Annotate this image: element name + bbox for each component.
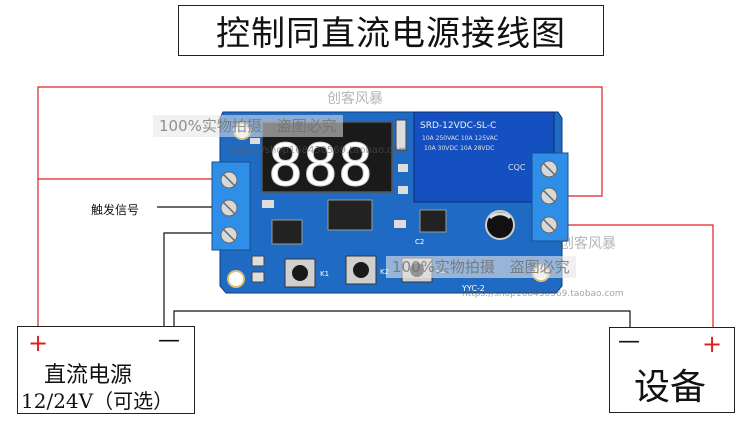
label-k1: K1 [320,270,329,278]
optocoupler [271,219,303,245]
supply-minus-sign: — [158,328,180,353]
device-plus-sign: + [702,330,723,358]
watermark-brand-bottom: 创客风暴 [560,236,616,252]
watermark-warning-text: 盗图必究 [509,258,570,276]
watermark-claim-text: 100%实物拍摄 [392,258,495,276]
device-name: 设备 [634,367,707,408]
relay-brand: CQC [508,163,526,172]
diagram-title-box: 控制同直流电源接线图 [178,5,604,56]
watermark-claim-bottom: 100%实物拍摄 盗图必究 [386,256,576,278]
device-minus-sign: — [618,329,640,354]
mount-hole [227,270,245,288]
supply-plus-sign: + [28,329,49,357]
supply-negative-wire [163,232,221,330]
transistor-chip [419,209,447,233]
diagram-title: 控制同直流电源接线图 [216,14,566,54]
microcontroller-chip [327,199,373,231]
device-positive-wire [557,224,714,330]
relay-model: SRD-12VDC-SL-C [420,121,496,131]
device-negative-wire [173,310,631,330]
watermark-warning-text: 盗图必究 [276,117,337,135]
watermark-url-left: https://shop168430569.taobao.com [229,145,409,156]
watermark-url-right: https://shop168430569.taobao.com [462,289,624,299]
label-c2: C2 [415,238,424,246]
board-model: YYC-2 [461,284,485,293]
power-supply-voltage: 12/24V（可选） [21,389,174,413]
trigger-signal-label: 触发信号 [91,203,140,217]
watermark-claim-text: 100%实物拍摄 [159,117,262,135]
supply-positive-wire [37,86,603,329]
relay-rating-2: 10A 30VDC 10A 28VDC [424,145,494,152]
watermark-brand-top: 创客风暴 [327,91,383,107]
relay-rating-1: 10A 250VAC 10A 125VAC [422,135,498,142]
display-digits: 888 [268,131,374,200]
power-supply-box: + — 直流电源 12/24V（可选） [17,326,195,414]
svg-text:888: 888 [268,131,373,199]
device-box: — + 设备 [609,327,735,413]
watermark-claim-top: 100%实物拍摄 盗图必究 [153,115,343,137]
capacitor [485,210,515,240]
power-supply-name: 直流电源 [44,363,133,388]
label-k2: K2 [380,268,389,276]
